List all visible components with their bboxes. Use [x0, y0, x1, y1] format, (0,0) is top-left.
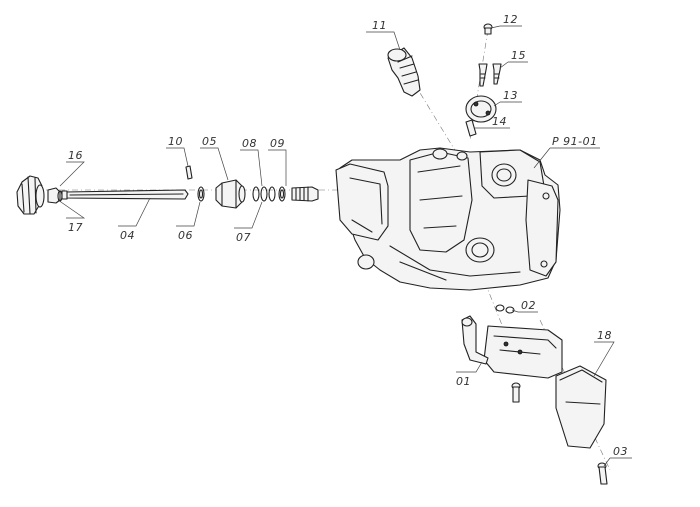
- callout-08: 08: [242, 137, 257, 150]
- part-18-cover: [555, 365, 607, 449]
- callout-18: 18: [597, 329, 612, 342]
- part-10-pin: [185, 165, 193, 180]
- callout-01: 01: [456, 375, 471, 388]
- callout-15: 15: [511, 49, 526, 62]
- callout-02: 02: [521, 299, 536, 312]
- part-06-oring: [197, 186, 205, 202]
- part-16-knob: [16, 175, 45, 215]
- callout-labels: 11 12 15 13 14 P 91-01 10 05 08 09 16 17…: [68, 13, 628, 458]
- callout-16: 16: [68, 149, 83, 162]
- main-housing: [335, 147, 561, 291]
- callout-06: 06: [178, 229, 193, 242]
- callout-p9101: P 91-01: [552, 135, 598, 148]
- callout-10: 10: [168, 135, 183, 148]
- callout-07: 07: [236, 231, 251, 244]
- callout-09: 09: [270, 137, 285, 150]
- part-07-washers: [252, 186, 276, 202]
- callout-04: 04: [120, 229, 135, 242]
- callout-12: 12: [503, 13, 518, 26]
- callout-13: 13: [503, 89, 518, 102]
- callout-03: 03: [613, 445, 628, 458]
- part-02-orings: [495, 304, 515, 314]
- part-11-plug: [387, 47, 421, 97]
- callout-05: 05: [202, 135, 217, 148]
- part-lower-screw: [511, 382, 521, 403]
- leader-lines: [57, 25, 632, 467]
- part-14-pin: [465, 119, 477, 137]
- part-03-screw: [597, 462, 608, 485]
- part-12-screw: [483, 23, 493, 35]
- part-13-cover: [465, 95, 497, 123]
- part-15-bolts: [478, 63, 502, 87]
- part-05-bushing: [215, 179, 246, 209]
- part-04-shaft: [61, 189, 189, 200]
- callout-17: 17: [68, 221, 83, 234]
- part-01-bracket: [461, 315, 563, 379]
- callout-14: 14: [492, 115, 507, 128]
- callout-11: 11: [372, 19, 387, 32]
- part-08-orings: [278, 186, 286, 202]
- part-09-spindle: [291, 186, 319, 202]
